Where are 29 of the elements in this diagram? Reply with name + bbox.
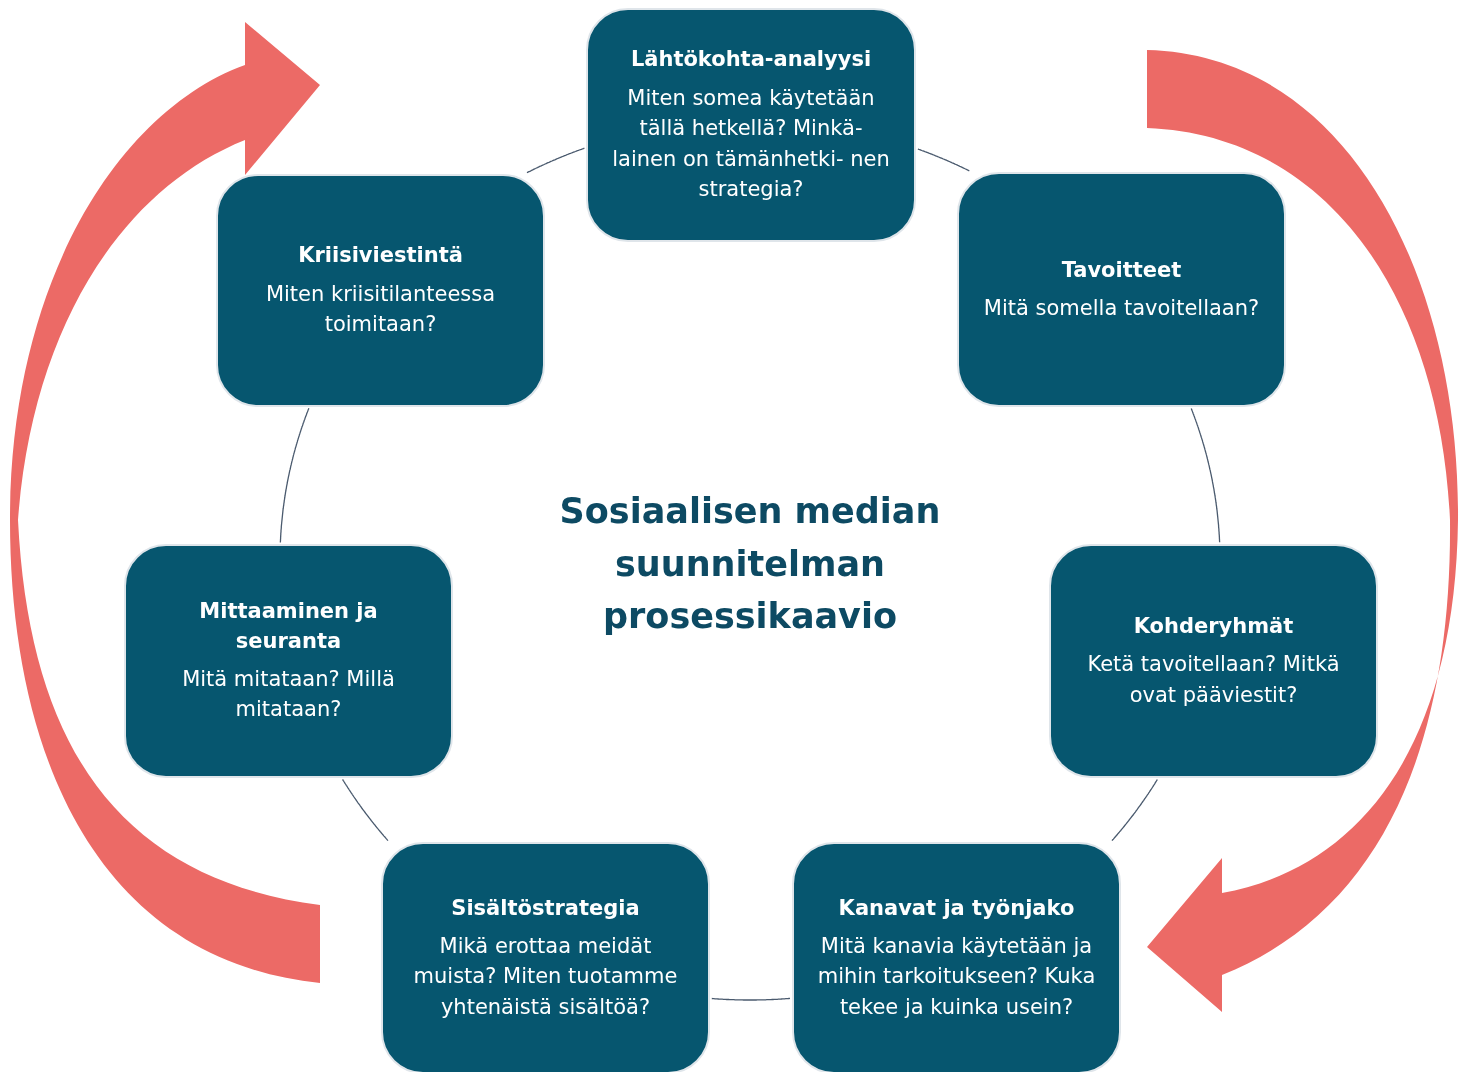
connector-line — [917, 148, 970, 172]
connector-line — [1190, 407, 1221, 543]
step-heading: Mittaaminen ja seuranta — [198, 598, 379, 655]
step-heading: Tavoitteet — [1061, 256, 1182, 284]
step-question: Mitä kanavia käytetään ja mihin tarkoitukseen? Kuka tekee ja kuinka usein? — [816, 933, 1097, 1021]
step-heading: Sisältöstrategia — [451, 894, 640, 922]
step-box — [792, 842, 1121, 1072]
step-box — [1049, 544, 1378, 778]
step-question: Mitä somella tavoitellaan? — [983, 294, 1260, 322]
diagram-title: Sosiaalisen median suunnitelman prosessikaavio — [558, 490, 942, 638]
step-question: Miten somea käytetään tällä hetkellä? Minkä- lainen on tämänhetki- nen strategia? — [611, 84, 891, 204]
step-box — [381, 842, 710, 1072]
step-question: Ketä tavoitellaan? Mitkä ovat pääviestit? — [1086, 651, 1341, 709]
step-heading: Lähtökohta-analyysi — [630, 46, 872, 74]
step-box — [586, 8, 916, 242]
connector-line — [341, 778, 389, 842]
step-box — [124, 544, 453, 778]
step-question: Miten kriisitilanteessa toimitaan? — [264, 280, 497, 339]
step-heading: Kanavat ja työnjako — [838, 894, 1075, 922]
step-question: Mikä erottaa meidät muista? Miten tuotamme yhtenäistä sisältöä? — [412, 933, 679, 1021]
step-heading: Kriisiviestintä — [298, 242, 463, 270]
connector-line — [711, 997, 791, 1001]
step-box — [216, 174, 545, 407]
connector-line — [279, 407, 310, 544]
connector-line — [1111, 778, 1158, 842]
step-question: Mitä mitataan? Millä mitataan? — [181, 665, 396, 724]
step-heading: Kohderyhmät — [1133, 612, 1294, 640]
step-box — [957, 172, 1286, 407]
connector-line — [526, 147, 586, 174]
